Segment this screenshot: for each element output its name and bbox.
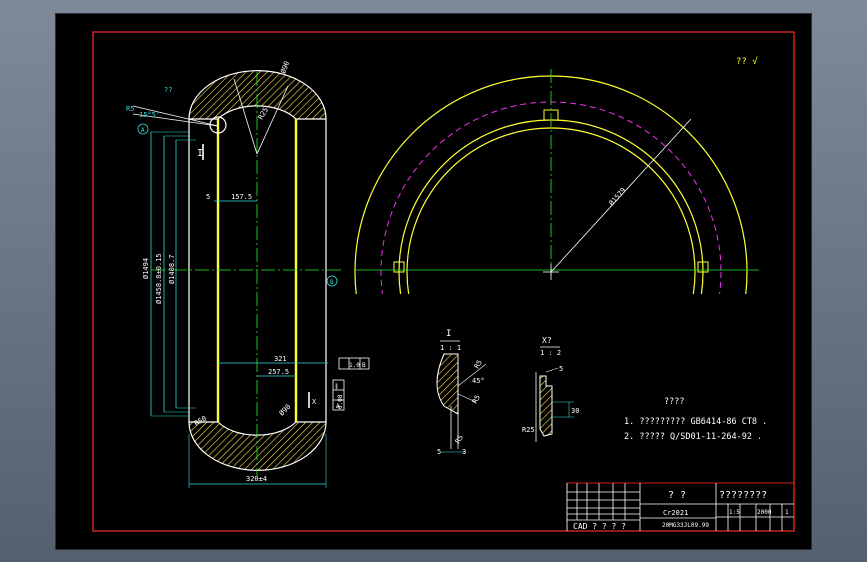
top-cap-hatch xyxy=(188,70,327,120)
section-i-5: 5 xyxy=(437,448,441,456)
datum-b-circle xyxy=(326,275,338,287)
part-name: ? ? xyxy=(668,490,686,501)
section-i-angle: 45° xyxy=(472,377,485,385)
section-mark-i: I xyxy=(197,148,203,159)
detail-x-r25: R25 xyxy=(522,426,535,434)
detail-view-x xyxy=(535,346,574,442)
dim-157: 157.5 xyxy=(231,193,252,201)
dim-d1458: Ø1458.8±0.15 xyxy=(155,253,163,304)
roughness-symbol: ?? √ xyxy=(736,56,758,67)
section-view-i xyxy=(436,340,487,453)
section-i-3: 3 xyxy=(462,448,466,456)
weight-value: 2000 xyxy=(757,509,772,516)
drawing-number: 20MG33JL09.99 xyxy=(662,522,709,529)
notes-line-1: 1. ????????? GB6414-86 CT8 . xyxy=(624,417,767,427)
fcf-value: 1.0 xyxy=(349,362,360,369)
detail-x-label: X? xyxy=(542,336,552,345)
left-section-view xyxy=(132,70,370,488)
detail-x-5: 5 xyxy=(559,365,563,373)
dim-321: 321 xyxy=(274,355,287,363)
bottom-cap-hatch xyxy=(188,421,327,471)
dim-angle-label: ?? xyxy=(164,86,172,94)
sheet-count: 1 xyxy=(785,509,789,516)
cad-software: CAD ? ? ? ? xyxy=(573,522,626,531)
dim-dia90-top: Ø90 xyxy=(279,60,291,75)
dim-r5-left: R5 xyxy=(126,105,134,113)
title-block xyxy=(566,482,795,532)
dim-r25: R25 xyxy=(257,106,270,121)
section-i-r5a: R5 xyxy=(473,359,484,370)
dim-320: 320±4 xyxy=(246,475,267,483)
dim-d1579: Ø1579 xyxy=(608,186,628,207)
dim-angle: 15°5' xyxy=(139,111,160,119)
notes-line-2: 2. ????? Q/SD01-11-264-92 . xyxy=(624,432,762,442)
scale-value: 1:5 xyxy=(729,509,740,516)
material: Cr2021 xyxy=(663,509,688,517)
half-ring-lines xyxy=(356,69,759,280)
dim-d1408: Ø1408.7 xyxy=(168,254,176,284)
drawing-border xyxy=(92,31,795,532)
dim-d90-bottom: Ø90 xyxy=(278,403,293,418)
fcf-frame-1 xyxy=(338,357,370,370)
fcf-datum-b: B xyxy=(362,362,366,369)
datum-b-letter: B xyxy=(330,279,334,286)
detail-x-ratio: 1 : 2 xyxy=(540,349,561,357)
fcf-frame-2 xyxy=(332,379,345,411)
fcf2-symbol: ∥ xyxy=(335,383,338,390)
notes-title: ???? xyxy=(664,397,684,407)
section-mark-x: X xyxy=(312,398,317,406)
cad-viewport[interactable]: ?? 15°5' Ø90 R25 5 157.5 Ø1494 Ø1458.8±0… xyxy=(55,13,812,550)
section-i-r5c: R5 xyxy=(454,434,465,445)
datum-a-letter: A xyxy=(141,127,145,134)
company-name: ???????? xyxy=(719,490,767,501)
drawing-canvas: ?? 15°5' Ø90 R25 5 157.5 Ø1494 Ø1458.8±0… xyxy=(92,31,795,532)
dim-257: 257.5 xyxy=(268,368,289,376)
section-i-ratio: 1 : 1 xyxy=(440,344,461,352)
section-i-label: I xyxy=(446,329,451,339)
section-i-r5b: R5 xyxy=(471,394,482,405)
fcf2-value: 0.08 xyxy=(337,394,344,409)
detail-x-30: 30 xyxy=(571,407,579,415)
datum-a-circle-left xyxy=(137,123,149,135)
dim-d1494: Ø1494 xyxy=(142,258,150,279)
dim-5: 5 xyxy=(206,193,210,201)
fcf2-datum: A xyxy=(336,403,340,410)
